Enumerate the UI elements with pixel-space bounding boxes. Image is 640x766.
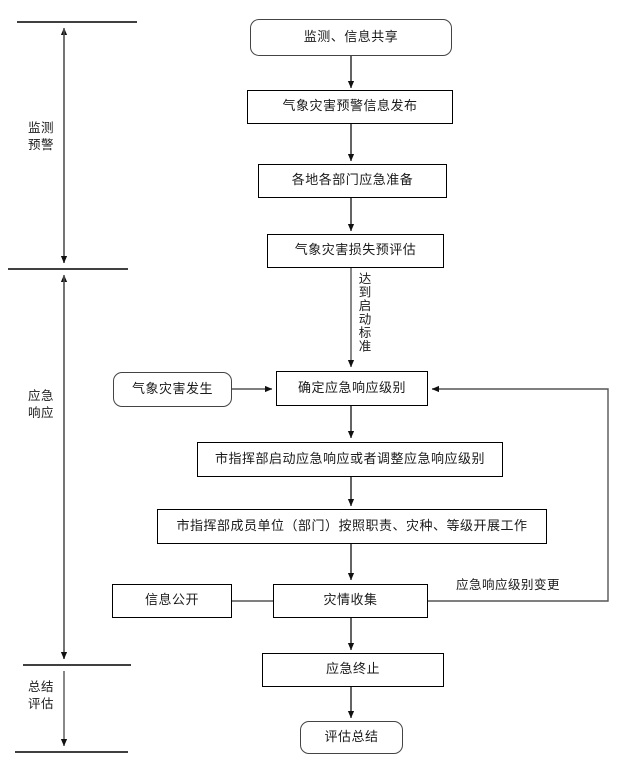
phase-label-summary: 总结 评估 [18,679,64,713]
node-warning-release[interactable]: 气象灾害预警信息发布 [247,90,453,124]
phase-label-response: 应急 响应 [18,388,64,422]
phase-label-monitoring: 监测 预警 [18,120,64,154]
node-dept-prep[interactable]: 各地各部门应急准备 [258,164,447,198]
node-disaster-occurs[interactable]: 气象灾害发生 [113,372,232,407]
phase-label-monitoring-line1: 监测 [27,120,54,135]
node-disaster-collect[interactable]: 灾情收集 [273,584,428,618]
node-member-units-work[interactable]: 市指挥部成员单位（部门）按照职责、灾种、等级开展工作 [157,509,547,544]
connector-level-change-feedback [428,385,609,602]
phase-label-monitoring-line2: 预警 [27,136,54,152]
edge-label-trigger-standard: 达到启动标准 [356,272,372,353]
node-assess-summary[interactable]: 评估总结 [300,721,403,754]
node-determine-level[interactable]: 确定应急响应级别 [276,371,428,406]
edge-label-level-change: 应急响应级别变更 [456,577,561,592]
phase-label-response-line2: 响应 [27,404,54,420]
phase-label-summary-line1: 总结 [27,679,54,694]
node-city-hq-activate[interactable]: 市指挥部启动应急响应或者调整应急响应级别 [197,442,503,477]
node-monitor-share[interactable]: 监测、信息共享 [250,19,452,56]
node-loss-pre-assess[interactable]: 气象灾害损失预评估 [267,234,444,268]
node-info-disclosure[interactable]: 信息公开 [112,584,232,618]
phase-label-response-line1: 应急 [27,388,54,403]
node-emergency-end[interactable]: 应急终止 [262,653,444,687]
phase-bracket-rules [8,21,137,753]
phase-label-summary-line2: 评估 [27,695,54,711]
